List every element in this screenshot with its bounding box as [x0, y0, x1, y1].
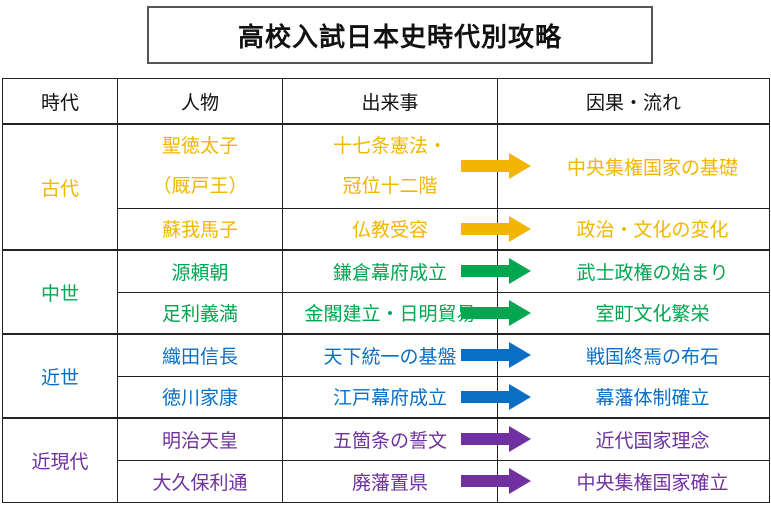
- header-person: 人物: [117, 78, 283, 125]
- person-name: 聖徳太子: [161, 135, 238, 158]
- person-cell: 源頼朝: [117, 249, 283, 293]
- era-cell-medieval: 中世: [2, 249, 118, 335]
- right-arrow-icon: [461, 258, 531, 285]
- person-cell: 織田信長: [117, 333, 283, 377]
- person-cell: 大久保利通: [117, 459, 283, 503]
- era-cell-early-modern: 近世: [2, 333, 118, 419]
- header-era: 時代: [2, 78, 118, 125]
- event-text: 冠位十二階: [342, 175, 438, 198]
- person-cell: 徳川家康: [117, 375, 283, 419]
- history-table: 時代 人物 出来事 因果・流れ 古代 聖徳太子 （厩戸王） 十七条憲法・ 冠位十…: [2, 78, 770, 503]
- result-text: 武士政権の始まり: [576, 261, 729, 284]
- table-row: 徳川家康 江戸幕府成立 幕藩体制確立: [3, 375, 770, 419]
- result-text: 近代国家理念: [595, 429, 710, 452]
- header-event: 出来事: [282, 78, 498, 125]
- right-arrow-icon: [461, 426, 531, 453]
- result-text: 中央集権国家の基礎: [566, 156, 738, 179]
- right-arrow-icon: [461, 383, 531, 410]
- table-row: 足利義満 金閣建立・日明貿易 室町文化繁栄: [3, 291, 770, 335]
- page-title: 高校入試日本史時代別攻略: [147, 6, 653, 64]
- result-cell: 政治・文化の変化: [461, 207, 770, 251]
- result-cell: 武士政権の始まり: [461, 249, 770, 293]
- result-text: 中央集権国家確立: [576, 471, 729, 494]
- result-text: 政治・文化の変化: [576, 219, 729, 242]
- person-cell: 足利義満: [117, 291, 283, 335]
- result-cell: 室町文化繁栄: [461, 291, 770, 335]
- header-cause-effect: 因果・流れ: [497, 78, 770, 125]
- era-cell-ancient: 古代: [2, 123, 118, 251]
- right-arrow-icon: [461, 215, 531, 242]
- right-arrow-icon: [461, 342, 531, 369]
- person-cell: 明治天皇: [117, 417, 283, 461]
- table-row: 近現代 明治天皇 五箇条の誓文 近代国家理念: [2, 417, 770, 503]
- event-text: 十七条憲法・: [332, 135, 447, 158]
- result-text: 戦国終焉の布石: [585, 345, 719, 368]
- result-cell: 戦国終焉の布石: [461, 333, 770, 377]
- right-arrow-icon: [461, 468, 531, 494]
- table-row: 古代 聖徳太子 （厩戸王） 十七条憲法・ 冠位十二階 中央集権国家の基礎: [2, 123, 770, 251]
- result-text: 室町文化繁栄: [595, 303, 710, 326]
- table-row: 大久保利通 廃藩置県 中央集権国家確立: [3, 459, 770, 503]
- result-cell: 中央集権国家の基礎: [461, 123, 770, 209]
- table-row: 近世 織田信長 天下統一の基盤 戦国終焉の布石: [2, 333, 770, 419]
- right-arrow-icon: [461, 153, 531, 180]
- person-cell: 蘇我馬子: [117, 207, 283, 251]
- result-cell: 中央集権国家確立: [461, 459, 770, 503]
- right-arrow-icon: [461, 299, 531, 326]
- result-text: 幕藩体制確立: [595, 387, 710, 410]
- header-row: 時代 人物 出来事 因果・流れ: [2, 78, 770, 125]
- table-row: 蘇我馬子 仏教受容 政治・文化の変化: [3, 207, 770, 251]
- person-cell: 聖徳太子 （厩戸王）: [117, 123, 283, 209]
- result-cell: 幕藩体制確立: [461, 375, 770, 419]
- result-cell: 近代国家理念: [461, 417, 770, 461]
- event-cell: 五箇条の誓文: [282, 417, 498, 461]
- table-row: 中世 源頼朝 鎌倉幕府成立 武士政権の始まり: [2, 249, 770, 335]
- era-cell-modern: 近現代: [2, 417, 118, 503]
- person-alias: （厩戸王）: [152, 175, 248, 198]
